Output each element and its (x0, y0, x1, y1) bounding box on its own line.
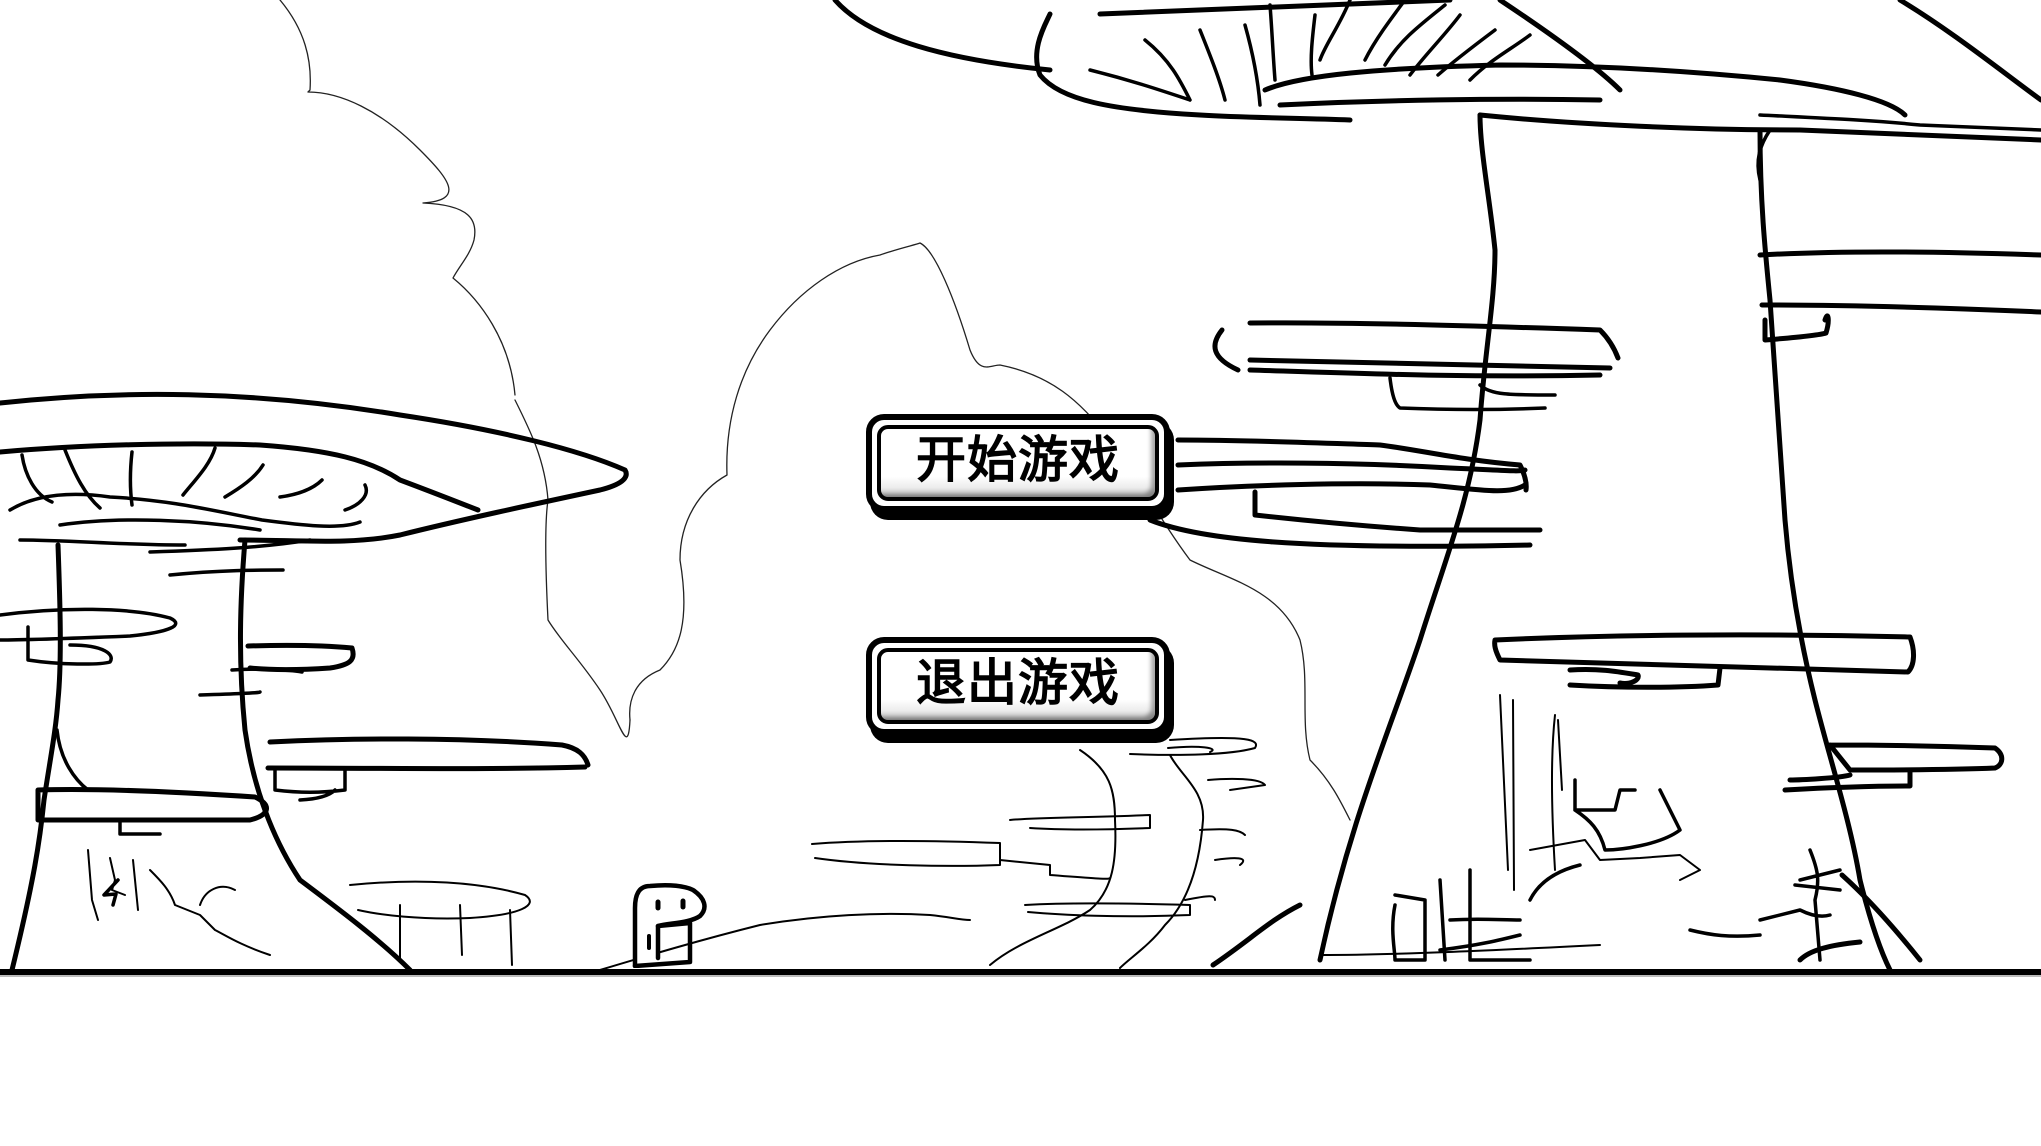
mushroom-tower-left (0, 391, 629, 973)
mushroom-tower-right-large (832, 0, 2041, 973)
quit-game-button[interactable]: 退出游戏 (866, 637, 1170, 735)
small-character (632, 882, 707, 968)
cloud-outline-left (279, 0, 631, 738)
start-game-button[interactable]: 开始游戏 (866, 414, 1170, 512)
start-game-label: 开始游戏 (916, 431, 1120, 489)
start-game-button-face[interactable]: 开始游戏 (877, 425, 1159, 501)
ground-line (0, 969, 2041, 977)
quit-game-button-face[interactable]: 退出游戏 (877, 648, 1159, 724)
cloud-outline-center (629, 242, 1351, 821)
mushroom-tower-center (599, 736, 1303, 971)
ground-debris (1319, 944, 1601, 956)
quit-game-label: 退出游戏 (916, 654, 1120, 712)
